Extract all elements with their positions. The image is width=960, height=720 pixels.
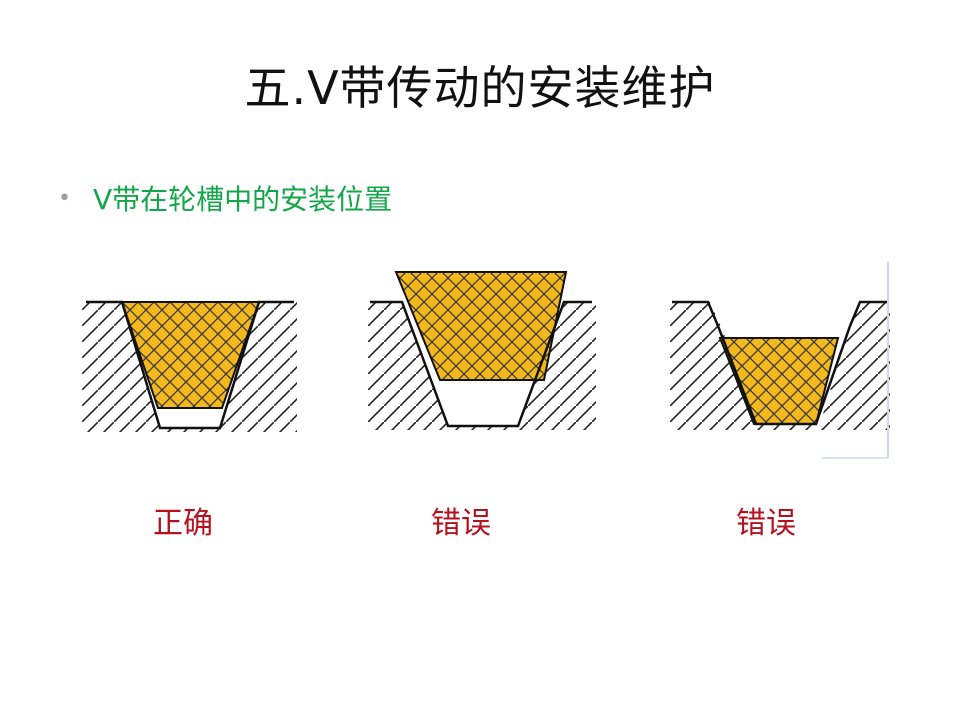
- slide-title: 五.V带传动的安装维护: [244, 61, 716, 115]
- label-correct: 正确: [153, 506, 213, 541]
- label-wrong-1: 错误: [431, 506, 491, 541]
- label-wrong-2: 错误: [736, 506, 796, 541]
- belt-diagram-wrong-high: [368, 271, 596, 462]
- bullet-item: • V带在轮槽中的安装位置: [58, 178, 392, 218]
- bullet-text: V带在轮槽中的安装位置: [92, 183, 393, 216]
- belt-cross-section: [394, 271, 568, 381]
- belt-diagram-correct: [82, 300, 297, 462]
- belt-cross-section: [120, 301, 261, 409]
- bullet-dot-icon: •: [58, 185, 71, 211]
- belt-diagram-wrong-low: [670, 262, 890, 462]
